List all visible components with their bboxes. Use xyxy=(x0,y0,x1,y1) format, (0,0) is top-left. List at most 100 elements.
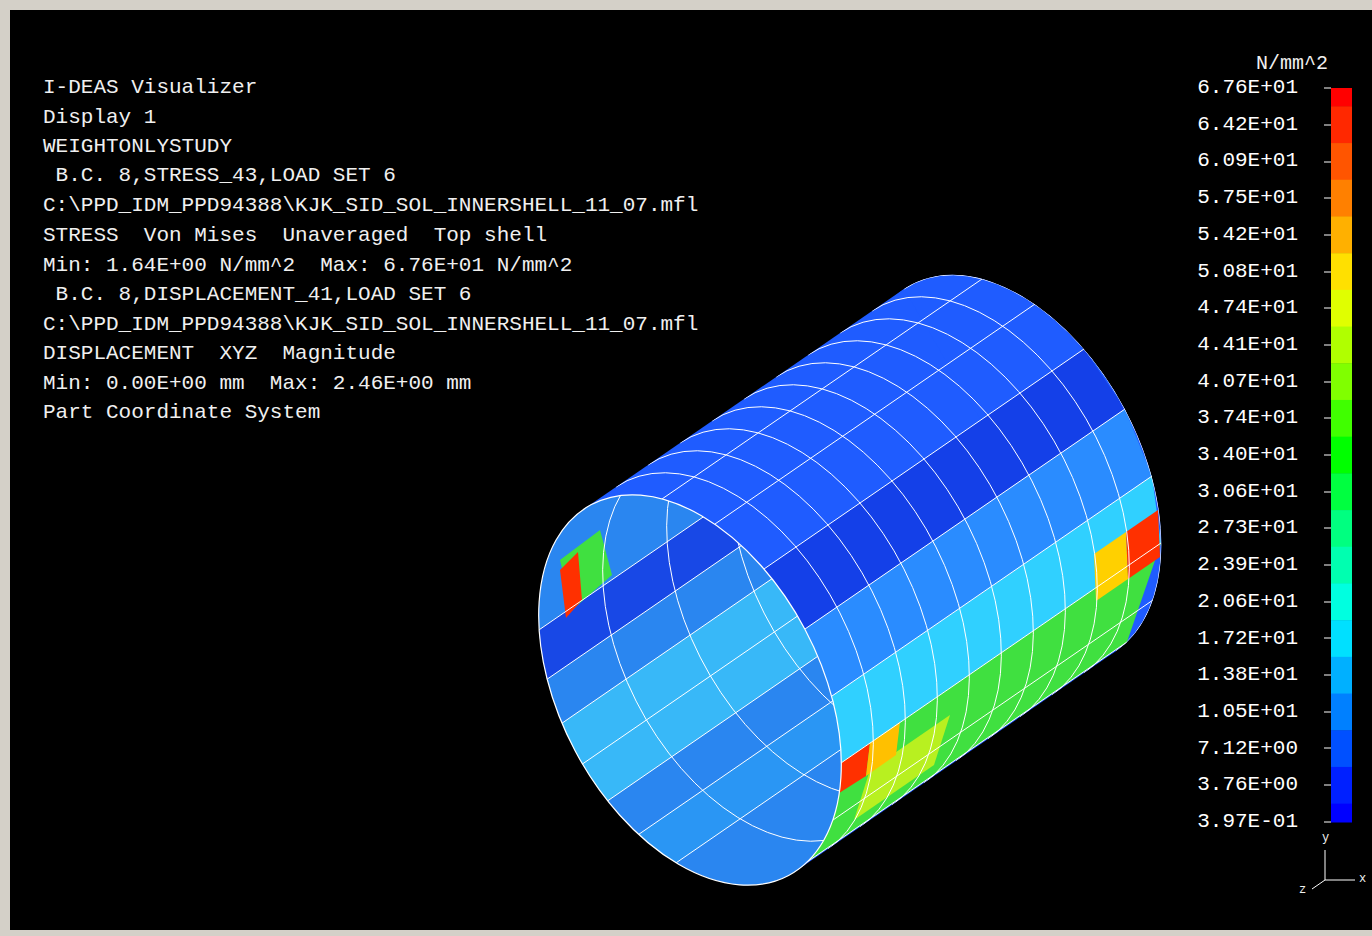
legend-swatch xyxy=(1331,216,1352,253)
legend-swatch xyxy=(1331,694,1352,731)
mesh-line xyxy=(904,275,1161,651)
legend-tick xyxy=(1324,382,1331,383)
legend-tick xyxy=(1324,345,1331,346)
legend-tick xyxy=(1324,712,1331,713)
legend-value: 3.06E+01 xyxy=(1170,480,1298,504)
legend-swatch xyxy=(1331,143,1352,180)
legend-swatch xyxy=(1331,88,1352,107)
stress-hotspot xyxy=(1094,532,1128,601)
legend-value: 5.08E+01 xyxy=(1170,260,1298,284)
header-line: DISPLACEMENT XYZ Magnitude xyxy=(43,342,396,366)
mesh-line xyxy=(334,426,994,880)
legend-tick xyxy=(1324,308,1331,309)
mesh-line xyxy=(360,463,1020,917)
mesh-line xyxy=(385,500,1045,936)
legend-tick xyxy=(1324,638,1331,639)
legend-value: 1.05E+01 xyxy=(1170,700,1298,724)
legend-tick xyxy=(1324,528,1331,529)
legend-tick xyxy=(1324,418,1331,419)
legend-swatch xyxy=(1331,804,1352,823)
mesh-line xyxy=(309,389,969,843)
legend-swatch xyxy=(1331,400,1352,437)
header-line: Display 1 xyxy=(43,106,156,130)
legend-value: 3.40E+01 xyxy=(1170,443,1298,467)
legend-swatch xyxy=(1331,327,1352,364)
axis-line xyxy=(1325,850,1326,880)
axis-label: x xyxy=(1359,873,1366,887)
legend-swatch xyxy=(1331,363,1352,400)
legend-tick xyxy=(1324,492,1331,493)
header-line: C:\PPD_IDM_PPD94388\KJK_SID_SOL_INNERSHE… xyxy=(43,313,698,337)
header-line: I-DEAS Visualizer xyxy=(43,76,257,100)
legend-value: 5.42E+01 xyxy=(1170,223,1298,247)
interior-contours xyxy=(283,333,1096,936)
header-line: B.C. 8,STRESS_43,LOAD SET 6 xyxy=(43,164,396,188)
mesh-line xyxy=(603,465,860,841)
axis-label: y xyxy=(1322,832,1329,846)
legend-swatch xyxy=(1331,730,1352,767)
legend-value: 4.74E+01 xyxy=(1170,296,1298,320)
contour-band xyxy=(411,537,1096,936)
legend-tick xyxy=(1324,162,1331,163)
header-line: B.C. 8,DISPLACEMENT_41,LOAD SET 6 xyxy=(43,283,471,307)
contour-band xyxy=(334,426,1045,936)
legend-swatch xyxy=(1331,437,1352,474)
mesh-line xyxy=(283,352,943,806)
legend-value: 6.42E+01 xyxy=(1170,113,1298,137)
legend-swatch xyxy=(1331,547,1352,584)
mesh-line xyxy=(667,421,924,797)
mesh-line xyxy=(731,377,988,753)
legend-swatch xyxy=(1331,473,1352,510)
legend-value: 3.97E-01 xyxy=(1170,810,1298,834)
unit-label: N/mm^2 xyxy=(1256,52,1328,75)
legend-value: 5.75E+01 xyxy=(1170,186,1298,210)
legend-tick xyxy=(1324,565,1331,566)
header-line: Part Coordinate System xyxy=(43,401,320,425)
header-line: Min: 1.64E+00 N/mm^2 Max: 6.76E+01 N/mm^… xyxy=(43,254,572,278)
mesh-line xyxy=(411,537,1071,936)
legend-tick xyxy=(1324,125,1331,126)
cylinder-rim xyxy=(477,444,904,936)
legend-tick xyxy=(1324,455,1331,456)
header-line: C:\PPD_IDM_PPD94388\KJK_SID_SOL_INNERSHE… xyxy=(43,194,698,218)
mesh-line xyxy=(795,333,1052,709)
legend-swatch xyxy=(1331,290,1352,327)
legend-swatch xyxy=(1331,510,1352,547)
legend-value: 3.74E+01 xyxy=(1170,406,1298,430)
axis-line xyxy=(1325,880,1355,881)
mesh-line xyxy=(872,297,1129,673)
legend-tick xyxy=(1324,822,1331,823)
legend-value: 4.07E+01 xyxy=(1170,370,1298,394)
legend-value: 1.38E+01 xyxy=(1170,663,1298,687)
legend-swatch xyxy=(1331,620,1352,657)
axis-triad xyxy=(1312,850,1355,889)
legend-value: 6.09E+01 xyxy=(1170,149,1298,173)
mesh-line xyxy=(808,341,1065,717)
mesh-line xyxy=(840,319,1097,695)
legend-tick xyxy=(1324,198,1331,199)
axis-line xyxy=(1312,880,1325,889)
legend-tick xyxy=(1324,748,1331,749)
legend-value: 1.72E+01 xyxy=(1170,627,1298,651)
legend-tick xyxy=(1324,235,1331,236)
legend-ticks xyxy=(1324,88,1331,822)
legend-swatch xyxy=(1331,253,1352,290)
legend-swatch xyxy=(1331,180,1352,217)
stress-hotspot xyxy=(866,722,900,776)
stress-hotspot xyxy=(1126,510,1160,579)
legend-tick xyxy=(1324,675,1331,676)
legend-swatch xyxy=(1331,657,1352,694)
header-line: Min: 0.00E+00 mm Max: 2.46E+00 mm xyxy=(43,372,471,396)
legend-swatch xyxy=(1331,583,1352,620)
legend-tick xyxy=(1324,272,1331,273)
legend-value: 2.73E+01 xyxy=(1170,516,1298,540)
legend-tick xyxy=(1324,602,1331,603)
legend-tick xyxy=(1324,785,1331,786)
legend-value: 2.39E+01 xyxy=(1170,553,1298,577)
legend-value: 3.76E+00 xyxy=(1170,773,1298,797)
legend-value: 6.76E+01 xyxy=(1170,76,1298,100)
contour-band xyxy=(854,715,950,820)
header-line: STRESS Von Mises Unaveraged Top shell xyxy=(43,224,547,248)
